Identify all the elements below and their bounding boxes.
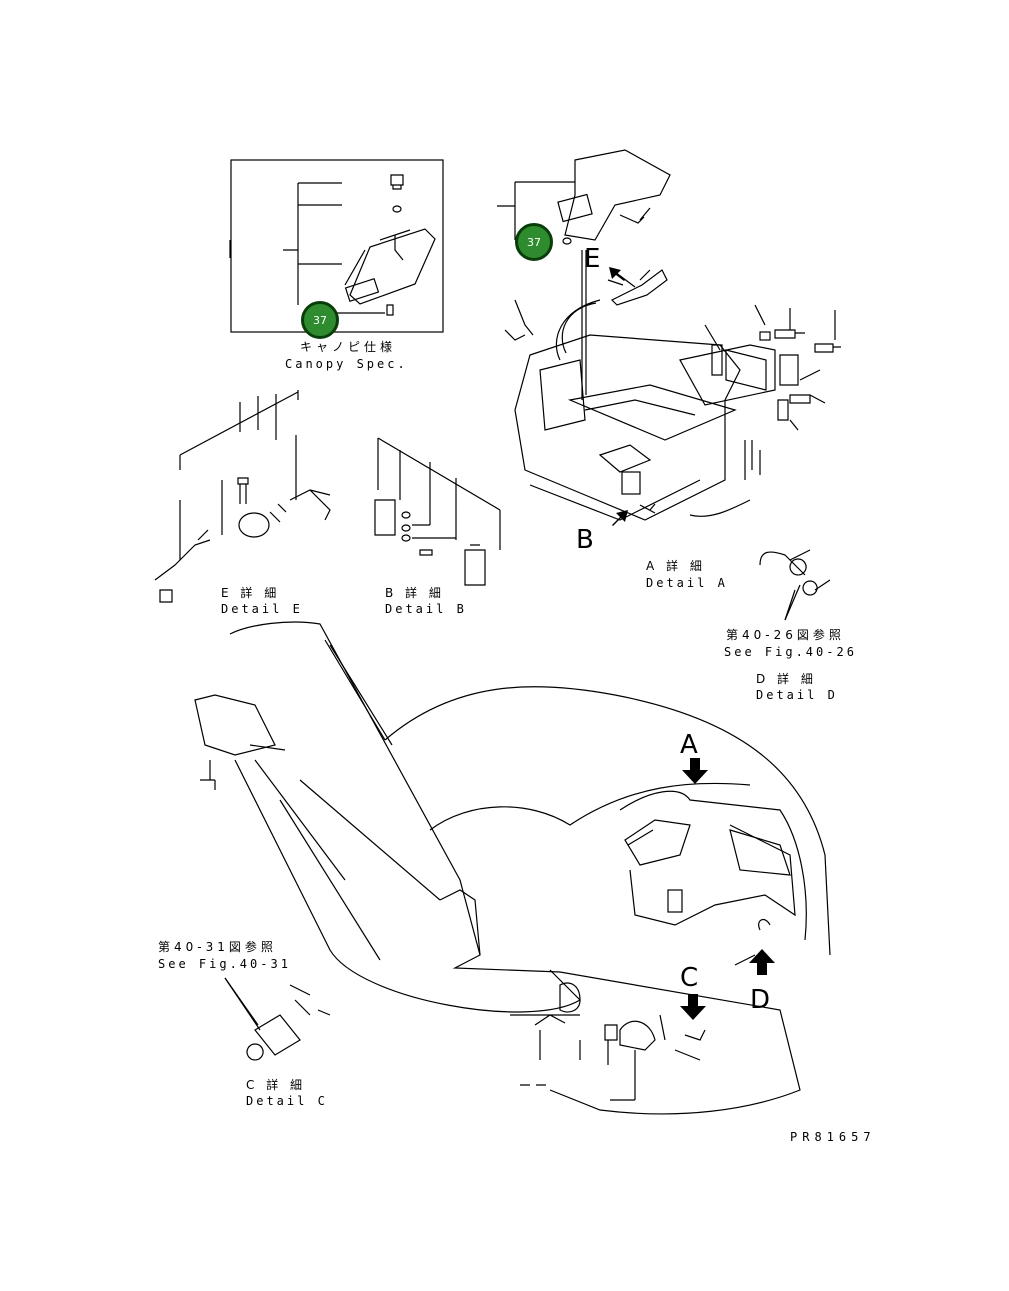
console-assembly <box>497 149 841 521</box>
detail-e-parts <box>154 390 331 603</box>
detail-b-label-en: Detail B <box>385 602 467 616</box>
canopy-spec-label-jp: キャノピ仕様 <box>300 340 397 354</box>
detail-d-label-jp: D 詳 細 <box>756 672 817 686</box>
detail-d-label-en: Detail D <box>756 688 838 702</box>
detail-e-label-jp: E 詳 細 <box>221 586 281 600</box>
view-letter-b: B <box>576 525 594 555</box>
view-arrows <box>609 267 775 1020</box>
callout-37-console[interactable]: 37 <box>515 223 553 261</box>
detail-c-parts <box>224 977 331 1061</box>
drawing-number: PR81657 <box>790 1130 876 1144</box>
detail-c-label-en: Detail C <box>246 1094 328 1108</box>
view-letter-a: A <box>680 730 698 760</box>
ref-fig40-31-jp: 第40-31図参照 <box>158 940 277 954</box>
ref-fig40-31-en: See Fig.40-31 <box>158 957 291 971</box>
reference-arrow-c <box>224 977 259 1026</box>
detail-b-label-jp: B 詳 細 <box>385 586 445 600</box>
callout-37-canopy[interactable]: 37 <box>301 301 339 339</box>
ref-fig40-26-jp: 第40-26図参照 <box>726 628 845 642</box>
detail-e-label-en: Detail E <box>221 602 303 616</box>
view-letter-c: C <box>680 963 699 993</box>
machine-body <box>194 621 831 1115</box>
detail-a-label-jp: A 詳 細 <box>646 559 706 573</box>
detail-d-parts <box>759 549 831 621</box>
ref-fig40-26-en: See Fig.40-26 <box>724 645 857 659</box>
canopy-inset <box>229 159 444 333</box>
reference-arrow-d <box>784 589 796 621</box>
detail-b-parts <box>374 437 501 586</box>
detail-a-label-en: Detail A <box>646 576 728 590</box>
canopy-spec-label-en: Canopy Spec. <box>285 357 408 371</box>
detail-c-label-jp: C 詳 細 <box>246 1078 307 1092</box>
view-letter-d: D <box>750 985 771 1015</box>
view-letter-e: E <box>584 244 601 274</box>
